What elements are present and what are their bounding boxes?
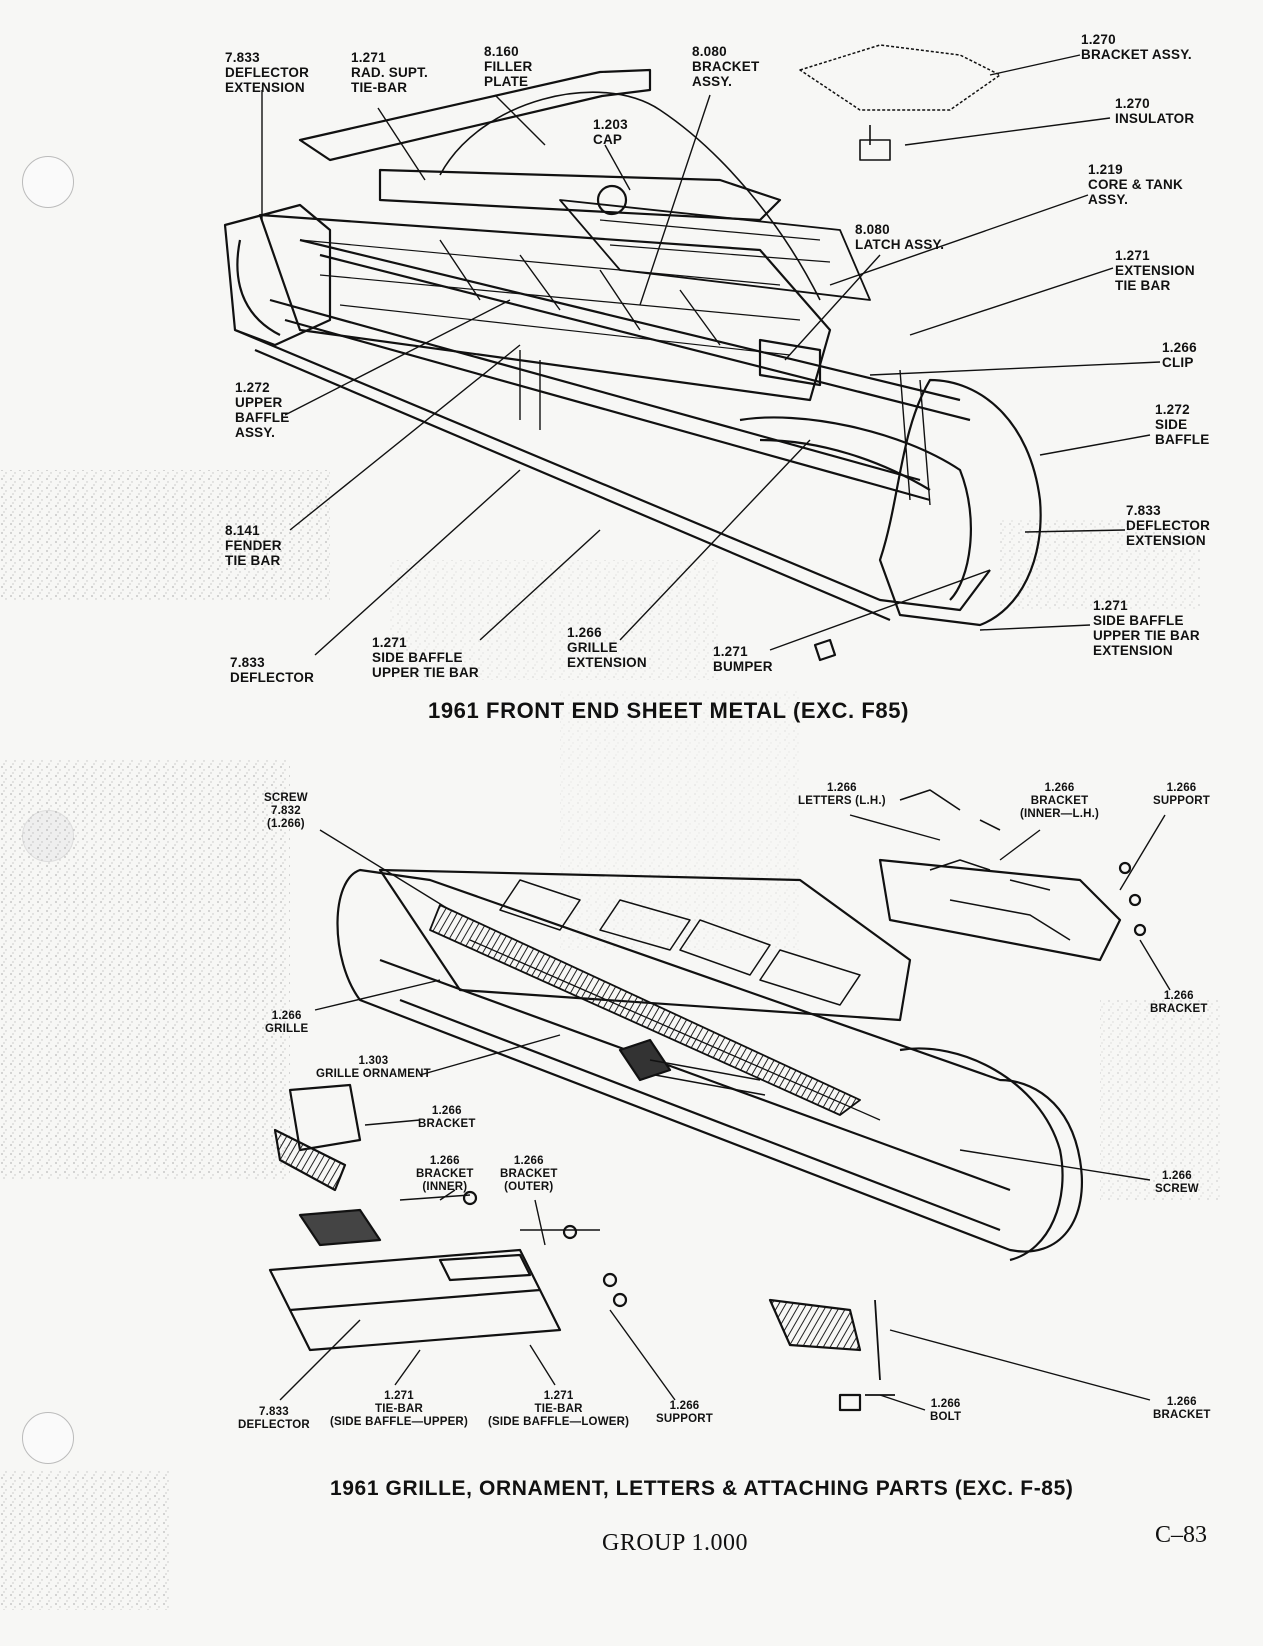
figure2-drawing bbox=[268, 789, 1147, 1412]
figure1-title: 1961 FRONT END SHEET METAL (EXC. F85) bbox=[428, 698, 910, 723]
punch-hole-bottom bbox=[22, 1412, 74, 1464]
scan-noise bbox=[0, 470, 1220, 1610]
label-screw-top: SCREW 7.832 (1.266) bbox=[264, 792, 308, 830]
figure2-leader-lines bbox=[279, 814, 1171, 1411]
punch-hole-top bbox=[22, 156, 74, 208]
figure1-leader-lines bbox=[261, 54, 1161, 656]
footer-group-number: GROUP 1.000 bbox=[602, 1530, 748, 1556]
figure2-title: 1961 GRILLE, ORNAMENT, LETTERS & ATTACHI… bbox=[330, 1477, 1074, 1500]
figure1-drawing bbox=[223, 44, 1042, 662]
footer-page-number: C–83 bbox=[1155, 1522, 1208, 1548]
